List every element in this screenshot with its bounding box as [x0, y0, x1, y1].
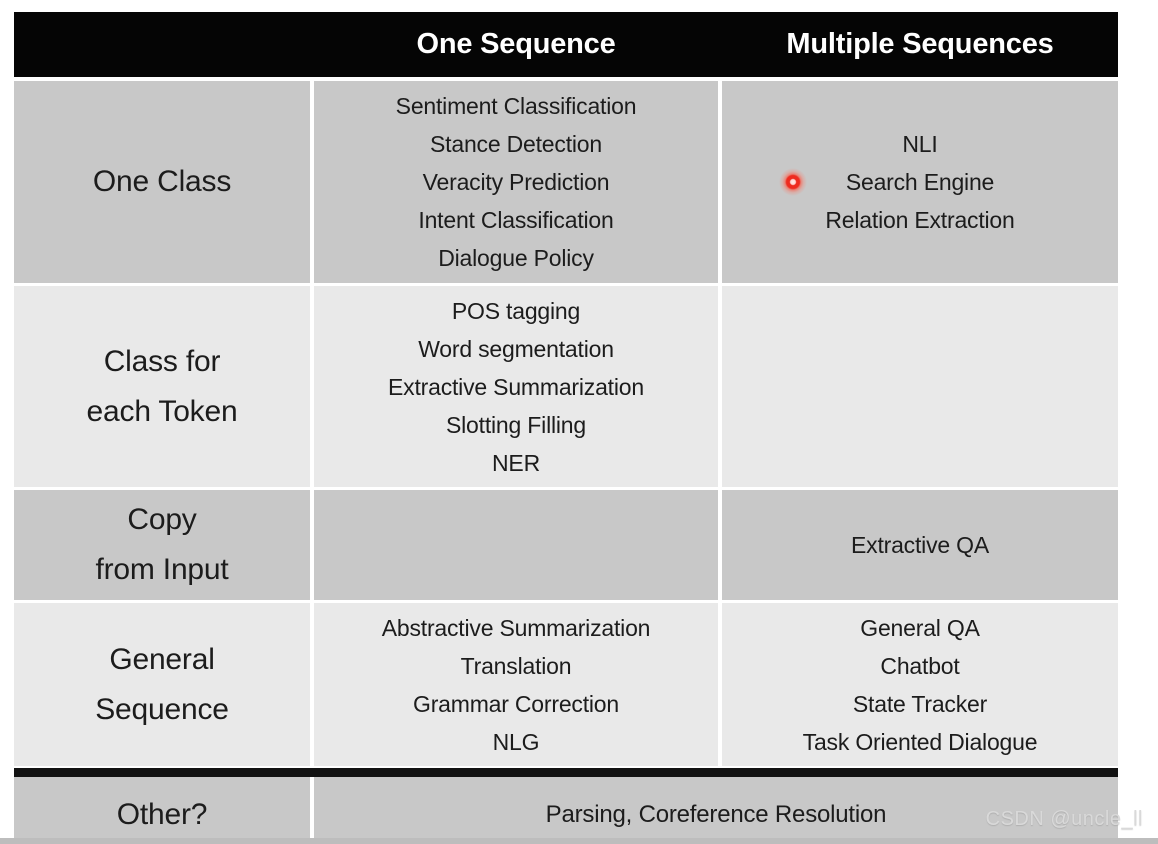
table-header-row: One Sequence Multiple Sequences [14, 12, 1118, 77]
cell-copy-from-input-multiple-sequences: Extractive QA [722, 490, 1118, 600]
task-item: Chatbot [880, 652, 960, 679]
header-multiple-sequences: Multiple Sequences [722, 12, 1118, 77]
laser-pointer-dot-icon [779, 168, 807, 196]
task-item: State Tracker [852, 690, 988, 717]
task-item: Extractive QA [851, 532, 989, 558]
task-item: NER [492, 449, 540, 476]
cell-class-for-each-token-multiple-sequences-empty [722, 286, 1118, 487]
task-item: Task Oriented Dialogue [802, 728, 1038, 755]
table-row-class-for-each-token: Class for each Token POS tagging Word se… [14, 286, 1118, 487]
table-row-one-class: One Class Sentiment Classification Stanc… [14, 81, 1118, 283]
task-item: Sentiment Classification [395, 93, 637, 119]
cell-one-class-multiple-sequences: NLI Search Engine Relation Extraction [722, 81, 1118, 283]
task-item: Relation Extraction [825, 207, 1015, 233]
task-item: Veracity Prediction [422, 169, 610, 195]
task-item: Extractive Summarization [388, 373, 644, 400]
table-row-other: Other? Parsing, Coreference Resolution [14, 777, 1118, 838]
cell-general-sequence-one-sequence: Abstractive Summarization Translation Gr… [314, 603, 718, 766]
cell-copy-from-input-one-sequence-empty [314, 490, 718, 600]
row-label-line: Sequence [95, 692, 229, 726]
row-label-text: One Class [92, 165, 232, 198]
task-item: General QA [860, 614, 980, 641]
task-item: Abstractive Summarization [381, 614, 651, 641]
header-one-sequence: One Sequence [314, 12, 718, 77]
row-label-line: General [109, 642, 215, 676]
row-label-general-sequence: General Sequence [14, 603, 310, 766]
row-label-one-class: One Class [14, 81, 310, 283]
thick-divider-line [14, 768, 1118, 777]
row-label-class-for-each-token: Class for each Token [14, 286, 310, 487]
row-label-copy-from-input: Copy from Input [14, 490, 310, 600]
task-item: Dialogue Policy [438, 245, 594, 271]
cell-one-class-one-sequence: Sentiment Classification Stance Detectio… [314, 81, 718, 283]
nlp-task-table: One Sequence Multiple Sequences One Clas… [14, 12, 1118, 838]
row-label-line: Copy [127, 503, 197, 536]
header-corner-cell [14, 12, 310, 77]
page-bottom-strip [0, 838, 1158, 844]
task-item: Word segmentation [418, 335, 614, 362]
cell-other-merged: Parsing, Coreference Resolution [314, 777, 1118, 838]
task-item: Intent Classification [418, 207, 614, 233]
task-item: Translation [460, 652, 572, 679]
task-item: Grammar Correction [413, 690, 619, 717]
row-label-other: Other? [14, 777, 310, 838]
task-item: Slotting Filling [446, 411, 586, 438]
task-item: NLI [902, 131, 938, 157]
task-item: Stance Detection [430, 131, 602, 157]
row-label-text: Other? [116, 797, 208, 831]
row-label-line: each Token [86, 394, 238, 428]
row-label-line: Class for [103, 344, 221, 378]
task-item: Search Engine [845, 169, 995, 195]
task-item: POS tagging [451, 297, 581, 324]
cell-general-sequence-multiple-sequences: General QA Chatbot State Tracker Task Or… [722, 603, 1118, 766]
csdn-watermark: CSDN @uncle_ll [985, 808, 1143, 830]
task-item: NLG [492, 728, 540, 755]
task-item: Parsing, Coreference Resolution [545, 800, 887, 828]
table-row-general-sequence: General Sequence Abstractive Summarizati… [14, 603, 1118, 766]
table-row-copy-from-input: Copy from Input Extractive QA [14, 490, 1118, 600]
cell-class-for-each-token-one-sequence: POS tagging Word segmentation Extractive… [314, 286, 718, 487]
row-label-line: from Input [95, 553, 229, 586]
